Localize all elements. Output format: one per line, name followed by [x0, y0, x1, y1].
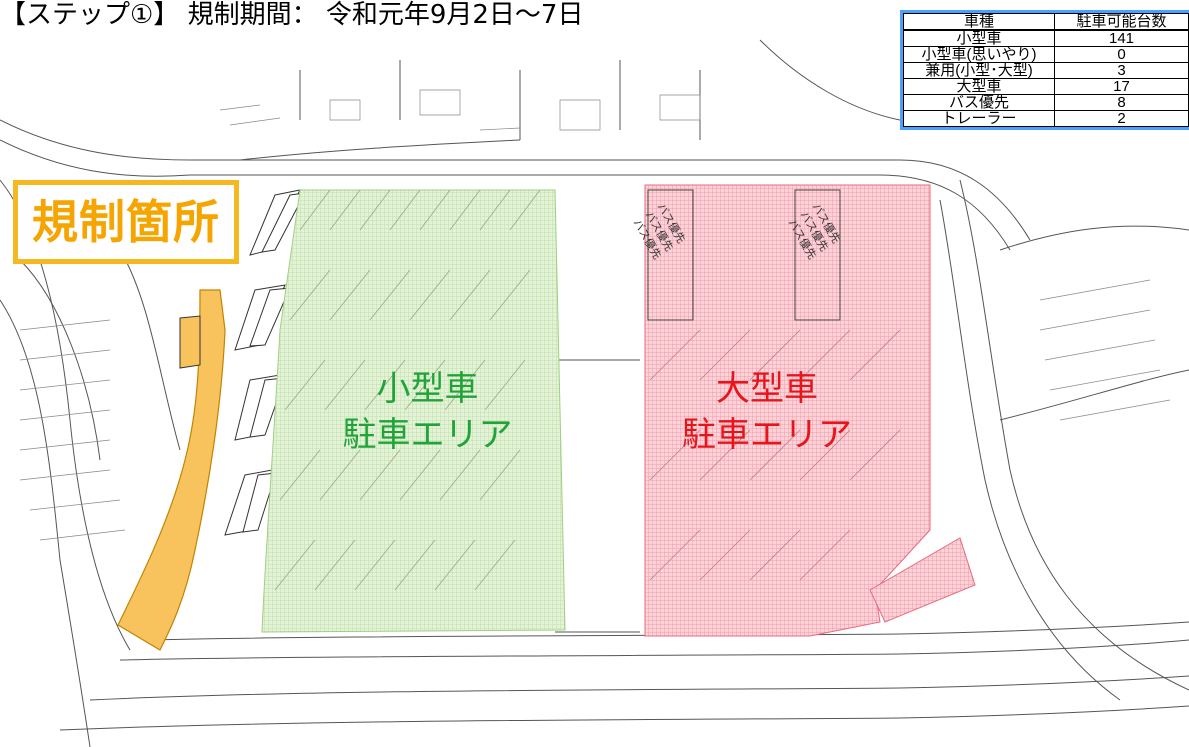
stall-blocks [224, 189, 306, 536]
regulated-area-box [179, 315, 201, 369]
header-vehicle-type: 車種 [903, 13, 1055, 31]
capacity-table-header: 車種 駐車可能台数 [903, 13, 1189, 31]
table-row: 兼用(小型･大型) 3 [903, 62, 1189, 79]
capacity-table: 車種 駐車可能台数 小型車 141 小型車(思いやり) 0 兼用(小型･大型) … [903, 13, 1189, 127]
large-car-area-label-line2: 駐車エリア [682, 416, 852, 454]
base-map-lines [0, 39, 1189, 747]
capacity-count: 3 [1054, 62, 1189, 79]
vehicle-type: バス優先 [903, 94, 1055, 111]
small-car-area-label: 小型車 駐車エリア [340, 366, 515, 458]
vehicle-type: 小型車 [903, 29, 1055, 47]
small-car-area-label-line2: 駐車エリア [342, 416, 513, 454]
vehicle-type: 兼用(小型･大型) [903, 62, 1055, 79]
large-car-area-label: 大型車 駐車エリア [678, 366, 856, 458]
capacity-count: 2 [1054, 110, 1189, 127]
page-title: 【ステップ①】 規制期間： 令和元年9月2日～7日 [0, 0, 584, 30]
table-row: トレーラー 2 [903, 110, 1189, 127]
table-row: 大型車 17 [903, 78, 1189, 95]
capacity-legend: 車種 駐車可能台数 小型車 141 小型車(思いやり) 0 兼用(小型･大型) … [900, 10, 1189, 130]
parking-map [0, 39, 1189, 747]
regulated-area-strip [117, 289, 226, 651]
small-car-stall-lines [274, 189, 541, 591]
regulated-area-callout: 規制箇所 [13, 180, 239, 264]
large-car-area-label-line1: 大型車 [716, 370, 818, 408]
capacity-count: 8 [1054, 94, 1189, 111]
vehicle-type: トレーラー [903, 110, 1055, 127]
table-row: 小型車 141 [903, 29, 1189, 47]
capacity-count: 17 [1054, 78, 1189, 95]
small-car-parking-area [261, 189, 566, 633]
vehicle-type: 大型車 [903, 78, 1055, 95]
small-car-area-label-line1: 小型車 [376, 370, 479, 408]
table-row: バス優先 8 [903, 94, 1189, 111]
capacity-count: 0 [1054, 46, 1189, 63]
bus-priority-boxes [647, 189, 841, 321]
base-map-detail [19, 89, 1171, 541]
capacity-count: 141 [1054, 29, 1189, 47]
table-row: 小型車(思いやり) 0 [903, 46, 1189, 63]
vehicle-type: 小型車(思いやり) [903, 46, 1055, 63]
large-car-stall-lines [649, 329, 901, 581]
header-capacity: 駐車可能台数 [1054, 13, 1189, 31]
large-car-parking-annex [869, 537, 976, 623]
